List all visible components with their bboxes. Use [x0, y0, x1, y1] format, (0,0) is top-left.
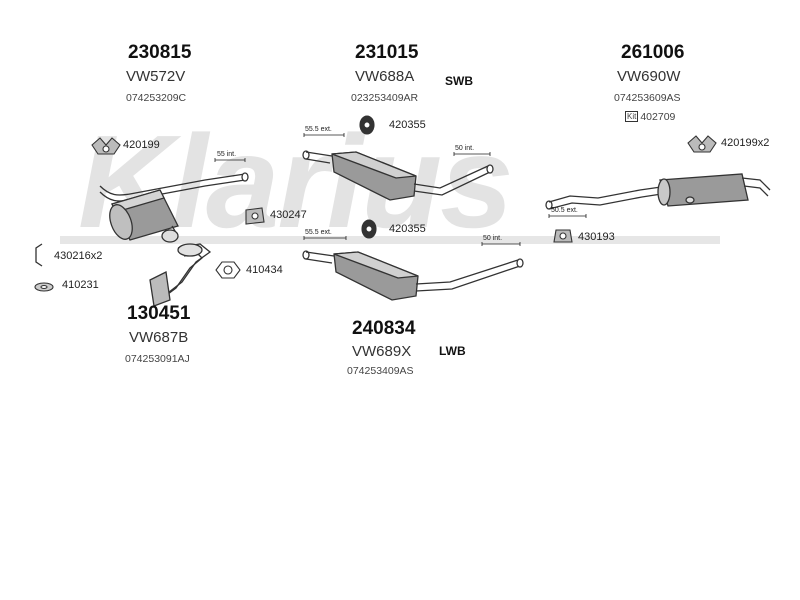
clamp-420199x2-icon: [687, 135, 717, 153]
part-number-261006: 261006: [621, 42, 685, 63]
mounting-430193-icon: [553, 229, 573, 243]
vw-code-230815: VW572V: [126, 68, 186, 85]
mounting-430247-icon: [245, 207, 265, 225]
clamp-420199-icon: [91, 137, 121, 155]
vw-code-130451: VW687B: [129, 329, 189, 346]
oem-number-130451: 074253091AJ: [125, 353, 190, 365]
swb-label: SWB: [445, 74, 473, 88]
rubber-mount-420355a-icon: [359, 115, 375, 135]
kit-badge-icon: Kit: [625, 111, 639, 122]
kit-number: 402709: [640, 111, 676, 123]
lwb-label: LWB: [439, 344, 466, 358]
part-number-231015: 231015: [355, 42, 419, 63]
front-pipe-silencer-drawing: [99, 172, 249, 243]
dimension-55-int: 55 int.: [217, 151, 237, 158]
part-number-130451: 130451: [127, 303, 191, 324]
dimension-50-5-ext: 50.5 ext.: [551, 207, 578, 214]
oem-number-240834: 074253409AS: [347, 365, 414, 377]
watermark-band: [60, 236, 720, 244]
ref-410231: 410231: [62, 279, 99, 291]
rubber-mount-420355b-icon: [361, 219, 377, 239]
clip-430216-icon: [35, 243, 43, 267]
downpipe-drawing: [149, 243, 212, 307]
ref-420355-upper: 420355: [389, 119, 426, 131]
dimension-50-int-upper: 50 int.: [455, 145, 475, 152]
ref-430216x2: 430216x2: [54, 250, 103, 262]
oem-number-231015: 023253409AR: [351, 92, 419, 104]
oem-number-230815: 074253209C: [126, 92, 187, 104]
dimension-55-5-ext-lower: 55.5 ext.: [305, 229, 332, 236]
ref-420199: 420199: [123, 139, 160, 151]
vw-code-240834: VW689X: [352, 343, 412, 360]
ref-410434: 410434: [246, 264, 283, 276]
ref-420355-lower: 420355: [389, 223, 426, 235]
part-number-230815: 230815: [128, 42, 192, 63]
middle-silencer-lwb-drawing: [302, 250, 524, 301]
ref-430247: 430247: [270, 209, 307, 221]
dimension-55-5-ext-upper: 55.5 ext.: [305, 126, 332, 133]
dimension-50-int-lower: 50 int.: [483, 235, 503, 242]
middle-silencer-swb-drawing: [302, 150, 494, 201]
vw-code-261006: VW690W: [617, 68, 681, 85]
ref-420199x2: 420199x2: [721, 137, 770, 149]
gasket-410434-icon: [215, 261, 241, 279]
dimension-lines: [214, 133, 587, 246]
part-number-240834: 240834: [352, 318, 416, 339]
gasket-410231-icon: [34, 282, 54, 292]
oem-number-261006: 074253609AS: [614, 92, 681, 104]
vw-code-231015: VW688A: [355, 68, 415, 85]
ref-430193: 430193: [578, 231, 615, 243]
rear-silencer-drawing: [545, 173, 771, 210]
